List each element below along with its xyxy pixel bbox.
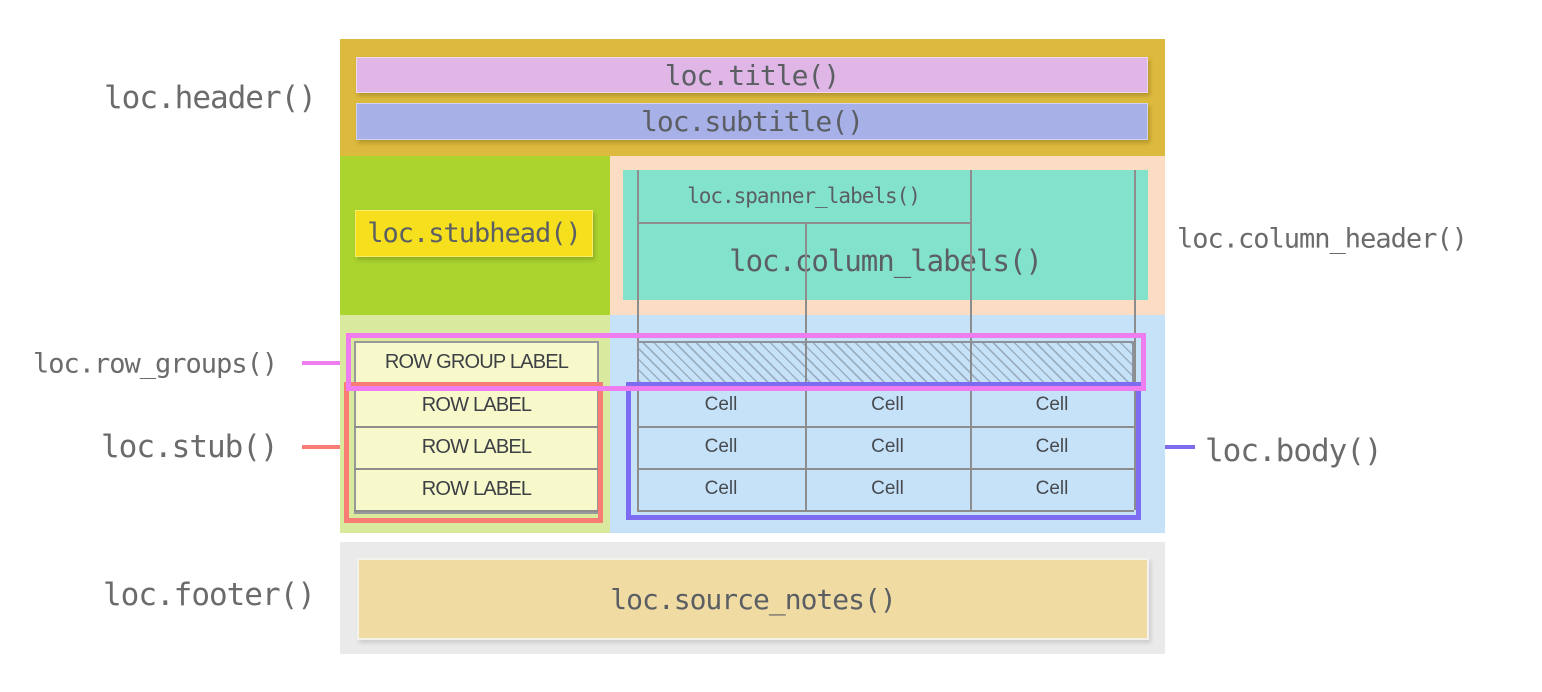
body-cell: Cell [1035, 394, 1069, 415]
row-label-cell: ROW LABEL [421, 477, 532, 500]
body-outline [626, 382, 1141, 520]
stub-outline [344, 382, 603, 523]
row-label-cell: ROW LABEL [421, 435, 532, 458]
spanner-labels-cell: loc.spanner_labels() [687, 184, 921, 208]
label-loc-header: loc.header() [104, 80, 317, 116]
column-labels-panel [623, 170, 1148, 300]
body-cell: Cell [1035, 436, 1069, 457]
body-cell: Cell [871, 436, 904, 457]
source-notes-box: loc.source_notes() [357, 558, 1149, 640]
label-loc-body: loc.body() [1205, 433, 1383, 469]
connector-stub-line [302, 445, 346, 449]
body-row-line [637, 468, 1134, 470]
row-groups-outline [346, 333, 1146, 391]
body-cell: Cell [704, 478, 738, 499]
label-loc-row-groups: loc.row_groups() [33, 348, 278, 380]
row-group-label-cell: ROW GROUP LABEL [384, 351, 569, 373]
subtitle-box: loc.subtitle() [356, 103, 1148, 140]
title-box: loc.title() [356, 57, 1148, 93]
grid-vline-3 [970, 170, 972, 510]
body-cell: Cell [871, 478, 904, 499]
stub-row-line [354, 510, 599, 512]
spanner-divider-line [637, 222, 970, 224]
grid-vline-4 [1134, 170, 1136, 510]
body-cell: Cell [704, 436, 738, 457]
connector-body-line [1139, 445, 1195, 449]
body-cell: Cell [704, 394, 738, 415]
stub-row-line [354, 468, 599, 470]
stubhead-box: loc.stubhead() [355, 210, 593, 257]
label-loc-footer: loc.footer() [103, 577, 316, 613]
connector-row-groups-line [302, 361, 348, 365]
body-row-line [637, 426, 1134, 428]
body-row-line [637, 510, 1134, 512]
label-loc-column-header: loc.column_header() [1177, 223, 1468, 255]
body-cell: Cell [871, 394, 904, 415]
stub-row-line [354, 426, 599, 428]
label-loc-stub: loc.stub() [101, 429, 279, 465]
column-labels-cell: loc.column_labels() [729, 244, 1043, 278]
row-label-cell: ROW LABEL [421, 393, 532, 416]
grid-vline-1 [637, 170, 639, 510]
body-cell: Cell [1035, 478, 1069, 499]
table-schematic: loc.title() loc.subtitle() loc.stubhead(… [340, 39, 1165, 654]
